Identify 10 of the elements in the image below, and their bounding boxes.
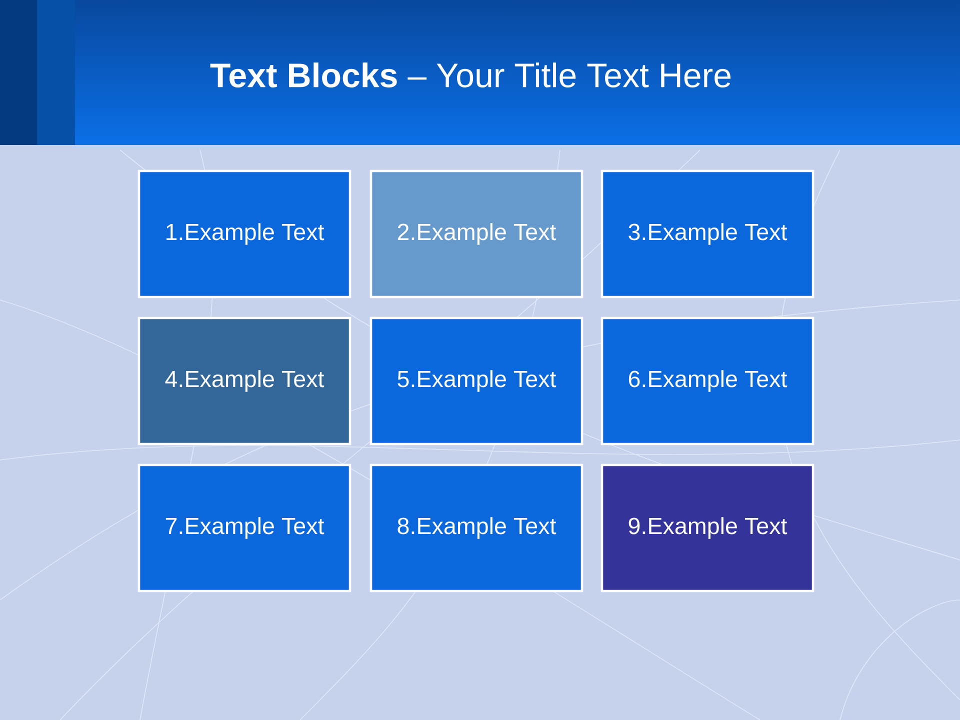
text-block: 3.Example Text — [600, 170, 814, 298]
text-block: 2.Example Text — [370, 170, 584, 298]
text-block: 9.Example Text — [600, 464, 814, 592]
text-block: 6.Example Text — [600, 316, 814, 446]
text-block: 5.Example Text — [370, 316, 584, 446]
text-block: 4.Example Text — [138, 316, 352, 446]
title: Text Blocks – Your Title Text Here — [210, 62, 731, 88]
text-block: 8.Example Text — [370, 464, 584, 592]
text-block: 7.Example Text — [138, 464, 352, 592]
text-block: 1.Example Text — [138, 170, 352, 298]
